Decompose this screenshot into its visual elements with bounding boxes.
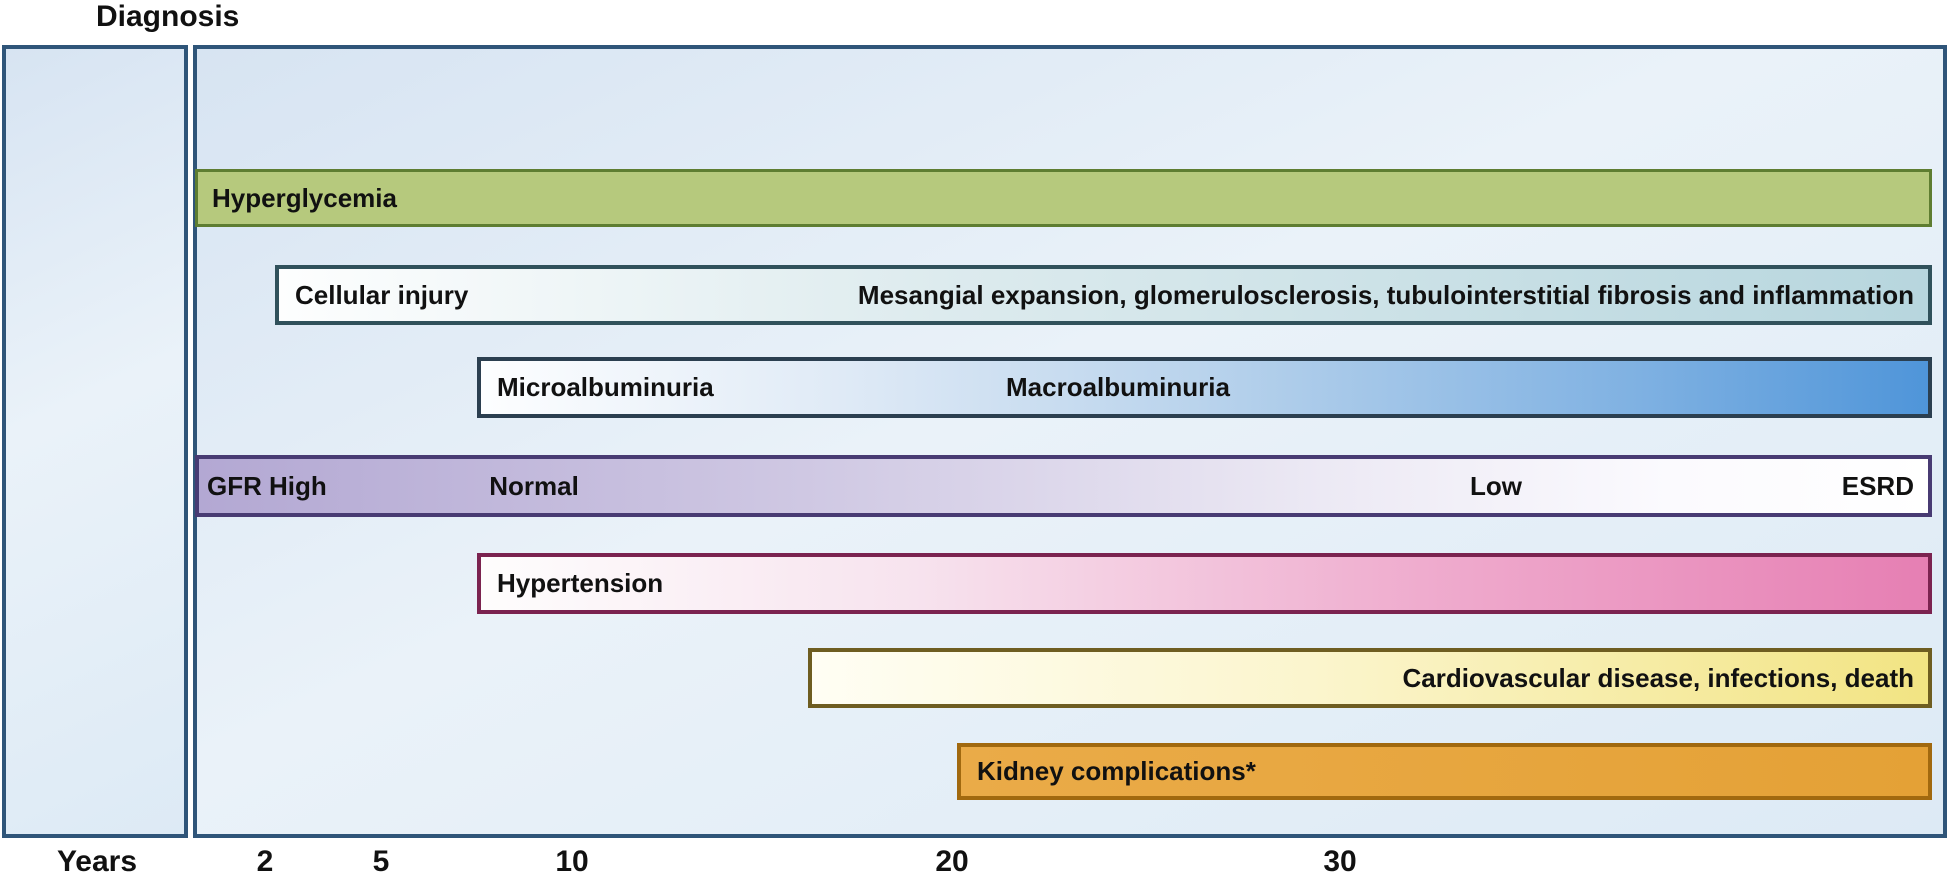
axis-tick-10: 10 [555, 845, 589, 878]
years-axis-label: Years [56, 845, 138, 878]
bar-albuminuria: Microalbuminuria Macroalbuminuria [477, 357, 1932, 418]
axis-tick-20: 20 [935, 845, 969, 878]
cellular-injury-label: Cellular injury [295, 279, 469, 310]
microalbuminuria-label: Microalbuminuria [497, 372, 714, 402]
bar-cardiovascular: Cardiovascular disease, infections, deat… [808, 648, 1932, 708]
gfr-stage-low: Low [1470, 470, 1522, 501]
gfr-stage-high: High [269, 470, 327, 501]
axis-tick-30: 30 [1323, 845, 1357, 878]
hypertension-label: Hypertension [497, 568, 664, 598]
cellular-injury-detail: Mesangial expansion, glomerulosclerosis,… [857, 279, 1914, 310]
gfr-stage-esrd: ESRD [1841, 470, 1914, 501]
figure-title: Diagnosis [96, 0, 240, 33]
bar-hypertension: Hypertension [477, 553, 1932, 614]
gfr-label: GFR [207, 470, 262, 501]
macroalbuminuria-label: Macroalbuminuria [1006, 372, 1230, 402]
bar-cellular-injury: Cellular injury Mesangial expansion, glo… [275, 265, 1932, 325]
pre-diagnosis-panel [2, 45, 188, 838]
timeline-panel [193, 45, 1947, 838]
gfr-stage-normal: Normal [489, 470, 579, 501]
kidney-complications-label: Kidney complications* [977, 756, 1256, 786]
axis-tick-2: 2 [256, 845, 274, 878]
bar-gfr: GFR High Normal Low ESRD [195, 455, 1932, 517]
bar-kidney-complications: Kidney complications* [957, 743, 1932, 800]
bar-hyperglycemia: Hyperglycemia [195, 169, 1932, 227]
cardiovascular-label: Cardiovascular disease, infections, deat… [1402, 662, 1914, 693]
hyperglycemia-label: Hyperglycemia [212, 182, 397, 213]
axis-tick-5: 5 [372, 845, 390, 878]
years-axis: Years 2 5 10 20 30 [0, 845, 1958, 887]
